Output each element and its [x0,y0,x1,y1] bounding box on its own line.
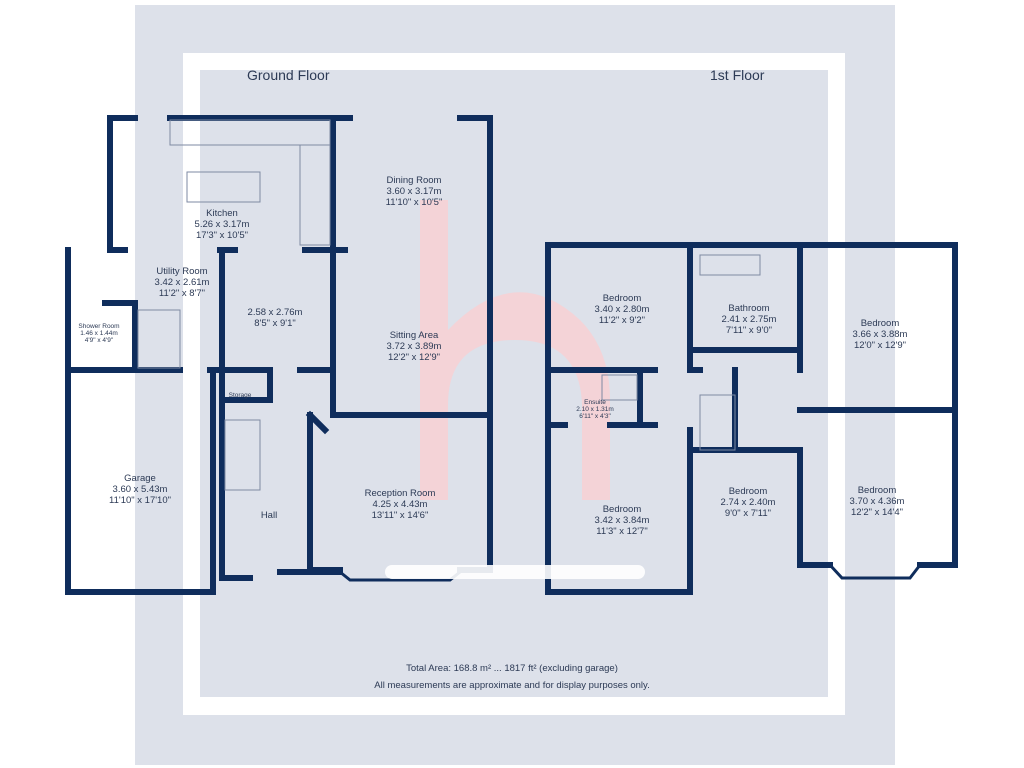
total-area-note: Total Area: 168.8 m² ... 1817 ft² (exclu… [406,663,618,674]
disclaimer-note: All measurements are approximate and for… [374,680,650,691]
watermark-logo [420,200,610,500]
first-floor-title: 1st Floor [710,67,765,83]
ground-floor-title: Ground Floor [247,67,330,83]
room-label-storage: Storage [228,392,252,399]
room-label-hall: Hall [260,510,278,521]
inner-background [200,70,828,697]
